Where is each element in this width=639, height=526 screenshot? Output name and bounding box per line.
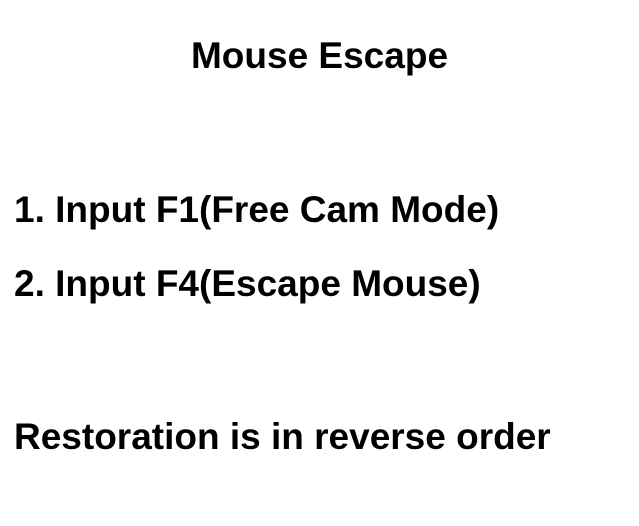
step-item-2: 2. Input F4(Escape Mouse) [14, 263, 481, 304]
step-item-1: 1. Input F1(Free Cam Mode) [14, 189, 500, 230]
restoration-note: Restoration is in reverse order [14, 416, 551, 457]
page-title: Mouse Escape [190, 35, 449, 76]
steps-list: 1. Input F1(Free Cam Mode) 2. Input F4(E… [14, 186, 499, 334]
